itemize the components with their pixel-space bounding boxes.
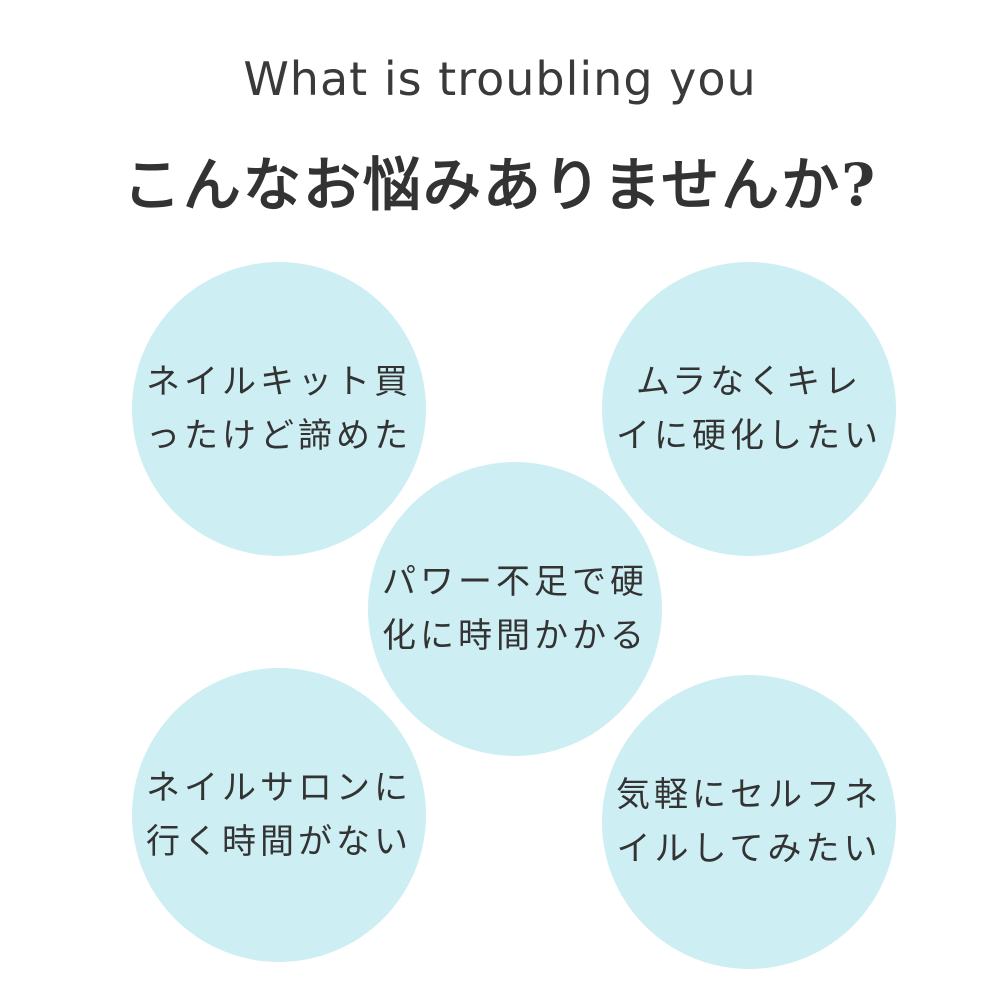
bubble-text-line: イに硬化したい: [616, 416, 882, 456]
english-subtitle: What is troubling you: [243, 52, 757, 106]
bubble-text-line: 化に時間かかる: [382, 616, 648, 656]
concern-bubble-1: ネイルキット買 ったけど諦めた: [132, 262, 426, 556]
bubble-text-line: ネイルキット買: [146, 362, 412, 402]
bubble-text-line: ムラなくキレ: [635, 362, 863, 402]
bubble-text-line: ネイルサロンに: [146, 768, 412, 808]
bubble-text-line: ったけど諦めた: [146, 416, 412, 456]
concern-bubble-3: パワー不足で硬 化に時間かかる: [368, 462, 662, 756]
concern-bubble-5: 気軽にセルフネ イルしてみたい: [602, 675, 896, 969]
bubble-text-line: パワー不足で硬: [382, 562, 648, 602]
concern-bubble-4: ネイルサロンに 行く時間がない: [132, 668, 426, 962]
page-title: こんなお悩みありませんか?: [122, 151, 878, 219]
bubble-text-line: 行く時間がない: [146, 822, 412, 862]
bubble-text-line: 気軽にセルフネ: [616, 775, 882, 815]
bubble-text-line: イルしてみたい: [616, 829, 882, 869]
concern-bubble-2: ムラなくキレ イに硬化したい: [602, 262, 896, 556]
